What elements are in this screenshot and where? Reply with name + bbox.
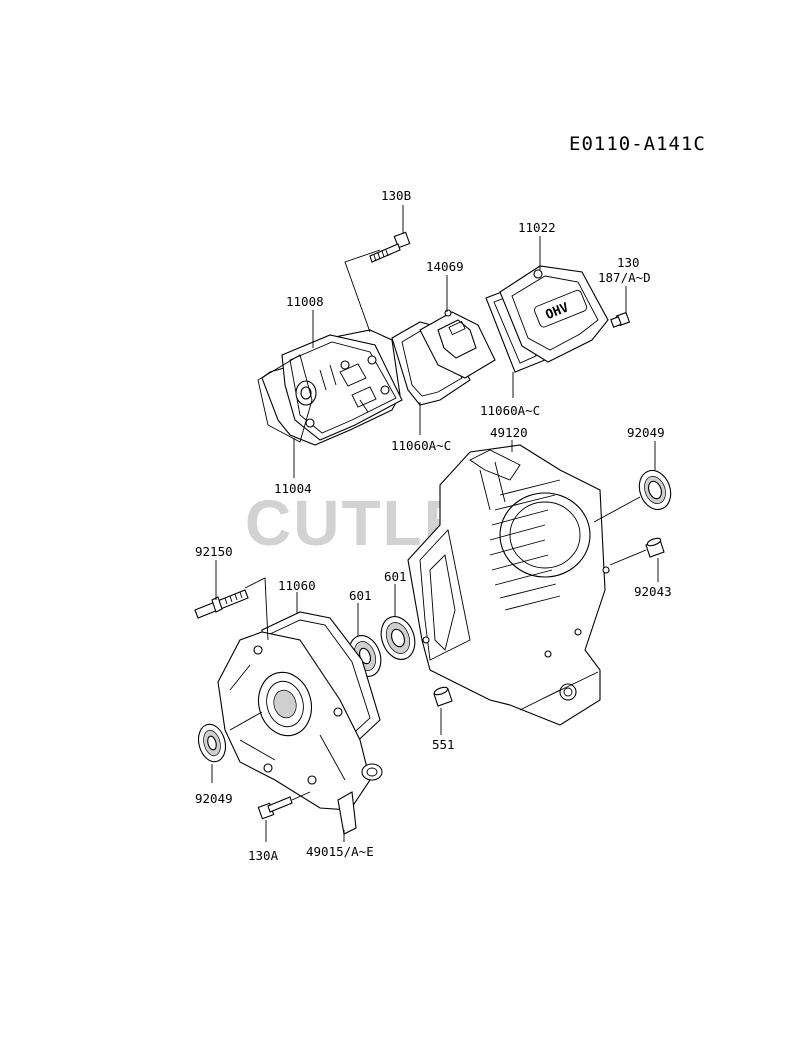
breather-cover-14069 [419, 309, 496, 379]
label-92150: 92150 [195, 544, 233, 559]
label-130a: 130A [248, 848, 279, 863]
bearing-601-right [380, 616, 416, 660]
label-92049-left: 92049 [195, 791, 233, 806]
label-11008: 11008 [286, 294, 324, 309]
stud-92150 [194, 589, 249, 619]
gasket-11004 [257, 354, 313, 443]
label-601-lower: 601 [349, 588, 372, 603]
leader-lines [211, 205, 659, 842]
bolt-130b [369, 231, 411, 263]
label-187: 187/A~D [598, 270, 651, 285]
cylinder-head-11008 [261, 329, 403, 446]
label-601-upper: 601 [384, 569, 407, 584]
label-92043: 92043 [634, 584, 672, 599]
crankcase-cover-49015 [217, 631, 383, 835]
oil-seal-92049-right [638, 469, 672, 511]
label-11022: 11022 [518, 220, 556, 235]
label-49120: 49120 [490, 425, 528, 440]
crankcase-49120 [407, 444, 610, 726]
bolt-130a [257, 796, 293, 820]
label-130: 130 [617, 255, 640, 270]
label-11060a-right: 11060A~C [480, 403, 540, 418]
rocker-cover-11022: OHV [499, 265, 609, 363]
label-11004: 11004 [274, 481, 312, 496]
label-14069: 14069 [426, 259, 464, 274]
label-11060a-left: 11060A~C [391, 438, 451, 453]
label-551: 551 [432, 737, 455, 752]
label-49015: 49015/A~E [306, 844, 374, 859]
label-11060: 11060 [278, 578, 316, 593]
diagram-code: E0110-A141C [569, 133, 706, 155]
bolt-130 [610, 311, 631, 328]
dowel-pin-551 [433, 686, 453, 707]
oil-seal-92049-left [197, 723, 227, 763]
dowel-pin-92043 [645, 537, 665, 558]
label-130b: 130B [381, 188, 411, 203]
label-92049-right: 92049 [627, 425, 665, 440]
